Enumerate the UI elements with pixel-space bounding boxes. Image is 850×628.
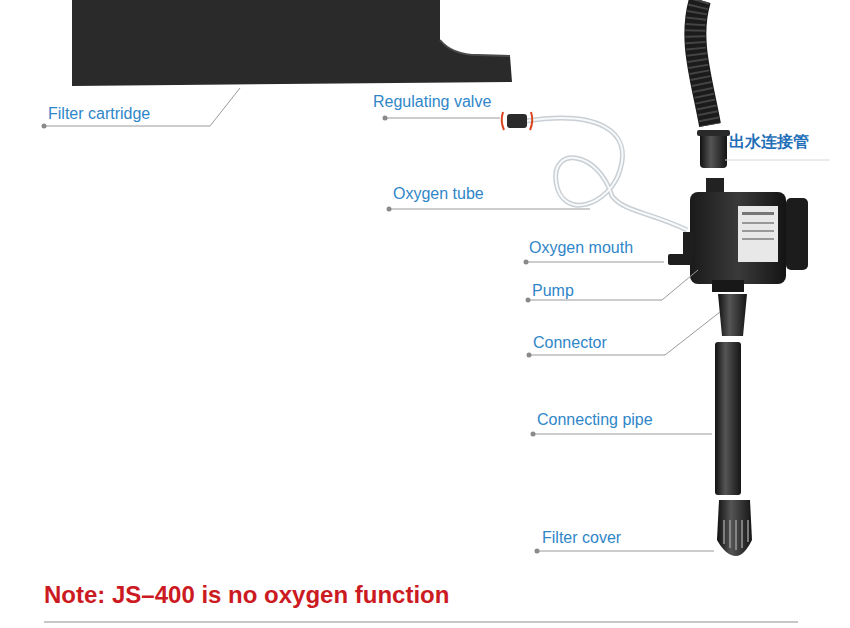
outlet-connector-rim xyxy=(697,130,730,136)
connecting-pipe xyxy=(715,342,741,495)
hose-ribs xyxy=(695,0,710,125)
lower-connector xyxy=(718,294,747,336)
pump-inlet xyxy=(712,280,744,292)
pump-clamp xyxy=(786,198,808,270)
part-label: Connector xyxy=(533,334,607,352)
plate-line xyxy=(742,222,774,224)
part-label: Regulating valve xyxy=(373,93,491,111)
oxygen-mouth-nozzle xyxy=(668,254,692,265)
note-rule xyxy=(44,621,798,623)
part-label: Connecting pipe xyxy=(537,411,653,429)
plate-line xyxy=(742,230,774,232)
part-label: Filter cartridge xyxy=(48,105,150,123)
note-text: Note: JS–400 is no oxygen function xyxy=(44,581,449,609)
leader-lines xyxy=(44,88,830,551)
pump-body xyxy=(690,192,786,284)
plate-line xyxy=(742,238,774,240)
valve-arrow xyxy=(502,112,504,130)
oxygen-tube xyxy=(526,118,687,230)
valve-arrow xyxy=(530,112,532,130)
outlet-hose xyxy=(695,0,710,125)
part-label: Oxygen tube xyxy=(393,185,484,203)
part-label: Pump xyxy=(532,282,574,300)
regulating-valve xyxy=(507,114,527,128)
cartridge-edge xyxy=(440,40,510,56)
oxygen-stub xyxy=(683,232,693,254)
filter-cover xyxy=(717,500,752,556)
pump-plate xyxy=(738,206,778,262)
part-label: 出水连接管 xyxy=(729,133,809,151)
part-label: Filter cover xyxy=(542,529,621,547)
oxygen-tube-shine xyxy=(526,118,687,230)
outlet-connector xyxy=(700,132,727,168)
part-label: Oxygen mouth xyxy=(529,239,633,257)
filter-slots xyxy=(724,520,748,550)
filter-cartridge-shape xyxy=(72,0,512,86)
leader-dots xyxy=(42,116,540,554)
plate-line xyxy=(742,212,774,215)
